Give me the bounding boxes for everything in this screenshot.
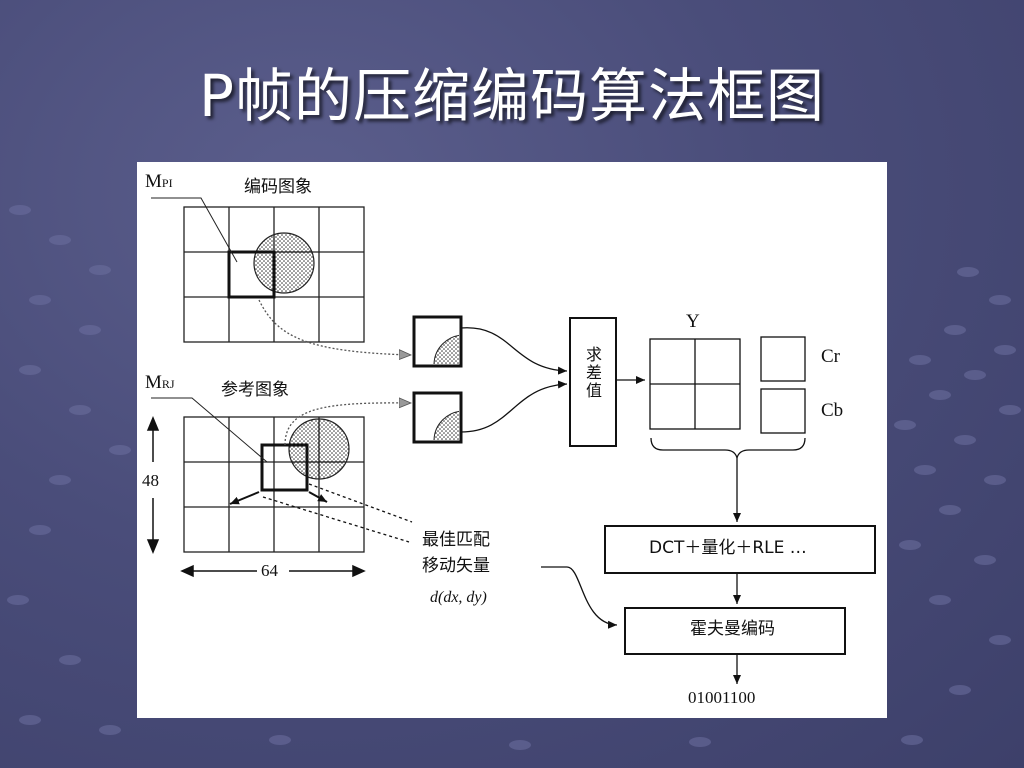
mv-label-line1: 最佳匹配: [422, 530, 490, 550]
luma-label: Y: [686, 311, 700, 332]
current-frame-grid: [151, 197, 365, 343]
output-bits: 01001100: [688, 688, 756, 707]
cb-label: Cb: [821, 400, 844, 421]
reference-block-label-sub: RJ: [161, 377, 175, 391]
current-frame-label: 编码图象: [244, 177, 312, 197]
block-b-to-diff-line: [460, 380, 568, 433]
group-brace: [650, 437, 806, 459]
slide-title: P帧的压缩编码算法框图: [199, 62, 825, 130]
cb-block: [760, 388, 806, 434]
block-a-to-diff-line: [460, 327, 568, 375]
difference-label: 求差值: [583, 346, 602, 400]
current-object-circle: [253, 232, 315, 294]
mv-dotted-line-2: [308, 483, 413, 523]
mv-formula: d(dx, dy): [430, 589, 487, 606]
current-block-label: MPI: [145, 172, 173, 191]
huffman-block: [624, 607, 846, 655]
width-label: 64: [261, 561, 278, 580]
match-arrow-right: [308, 491, 328, 503]
reference-block-label: MRJ: [145, 373, 175, 392]
mv-label-line2: 移动矢量: [422, 556, 490, 576]
height-dimension: [146, 416, 160, 554]
current-to-diff-arrow: [258, 299, 411, 355]
reference-block-label-main: M: [145, 372, 162, 393]
reference-to-diff-arrow: [284, 403, 411, 446]
current-block-label-main: M: [145, 171, 162, 192]
diagram-panel: MPI 编码图象 MRJ 参考图象 48 64 求差值 Y Cr Cb DCT＋…: [137, 162, 887, 718]
current-macroblock: [227, 250, 276, 299]
width-dimension: [180, 564, 366, 578]
cr-label: Cr: [821, 346, 840, 367]
match-arrow-left: [229, 491, 260, 505]
motion-vector-to-huffman-arrow: [541, 566, 618, 629]
reference-frame-label: 参考图象: [221, 380, 289, 400]
current-block-pointer: [151, 197, 238, 263]
mv-dotted-line-1: [262, 496, 410, 543]
reference-block-pointer: [151, 397, 268, 463]
diagram-graphics: [146, 197, 876, 684]
reference-block-copy: [412, 391, 463, 444]
current-block-label-sub: PI: [161, 176, 173, 190]
dct-block: [604, 525, 876, 574]
reference-frame-grid: [151, 397, 365, 553]
cr-block: [760, 336, 806, 382]
dct-label: DCT＋量化＋RLE …: [649, 538, 807, 558]
current-block-copy: [412, 315, 463, 368]
difference-block: [569, 317, 617, 447]
huffman-label: 霍夫曼编码: [690, 619, 775, 639]
height-label: 48: [142, 471, 159, 490]
luma-block: [649, 338, 741, 430]
